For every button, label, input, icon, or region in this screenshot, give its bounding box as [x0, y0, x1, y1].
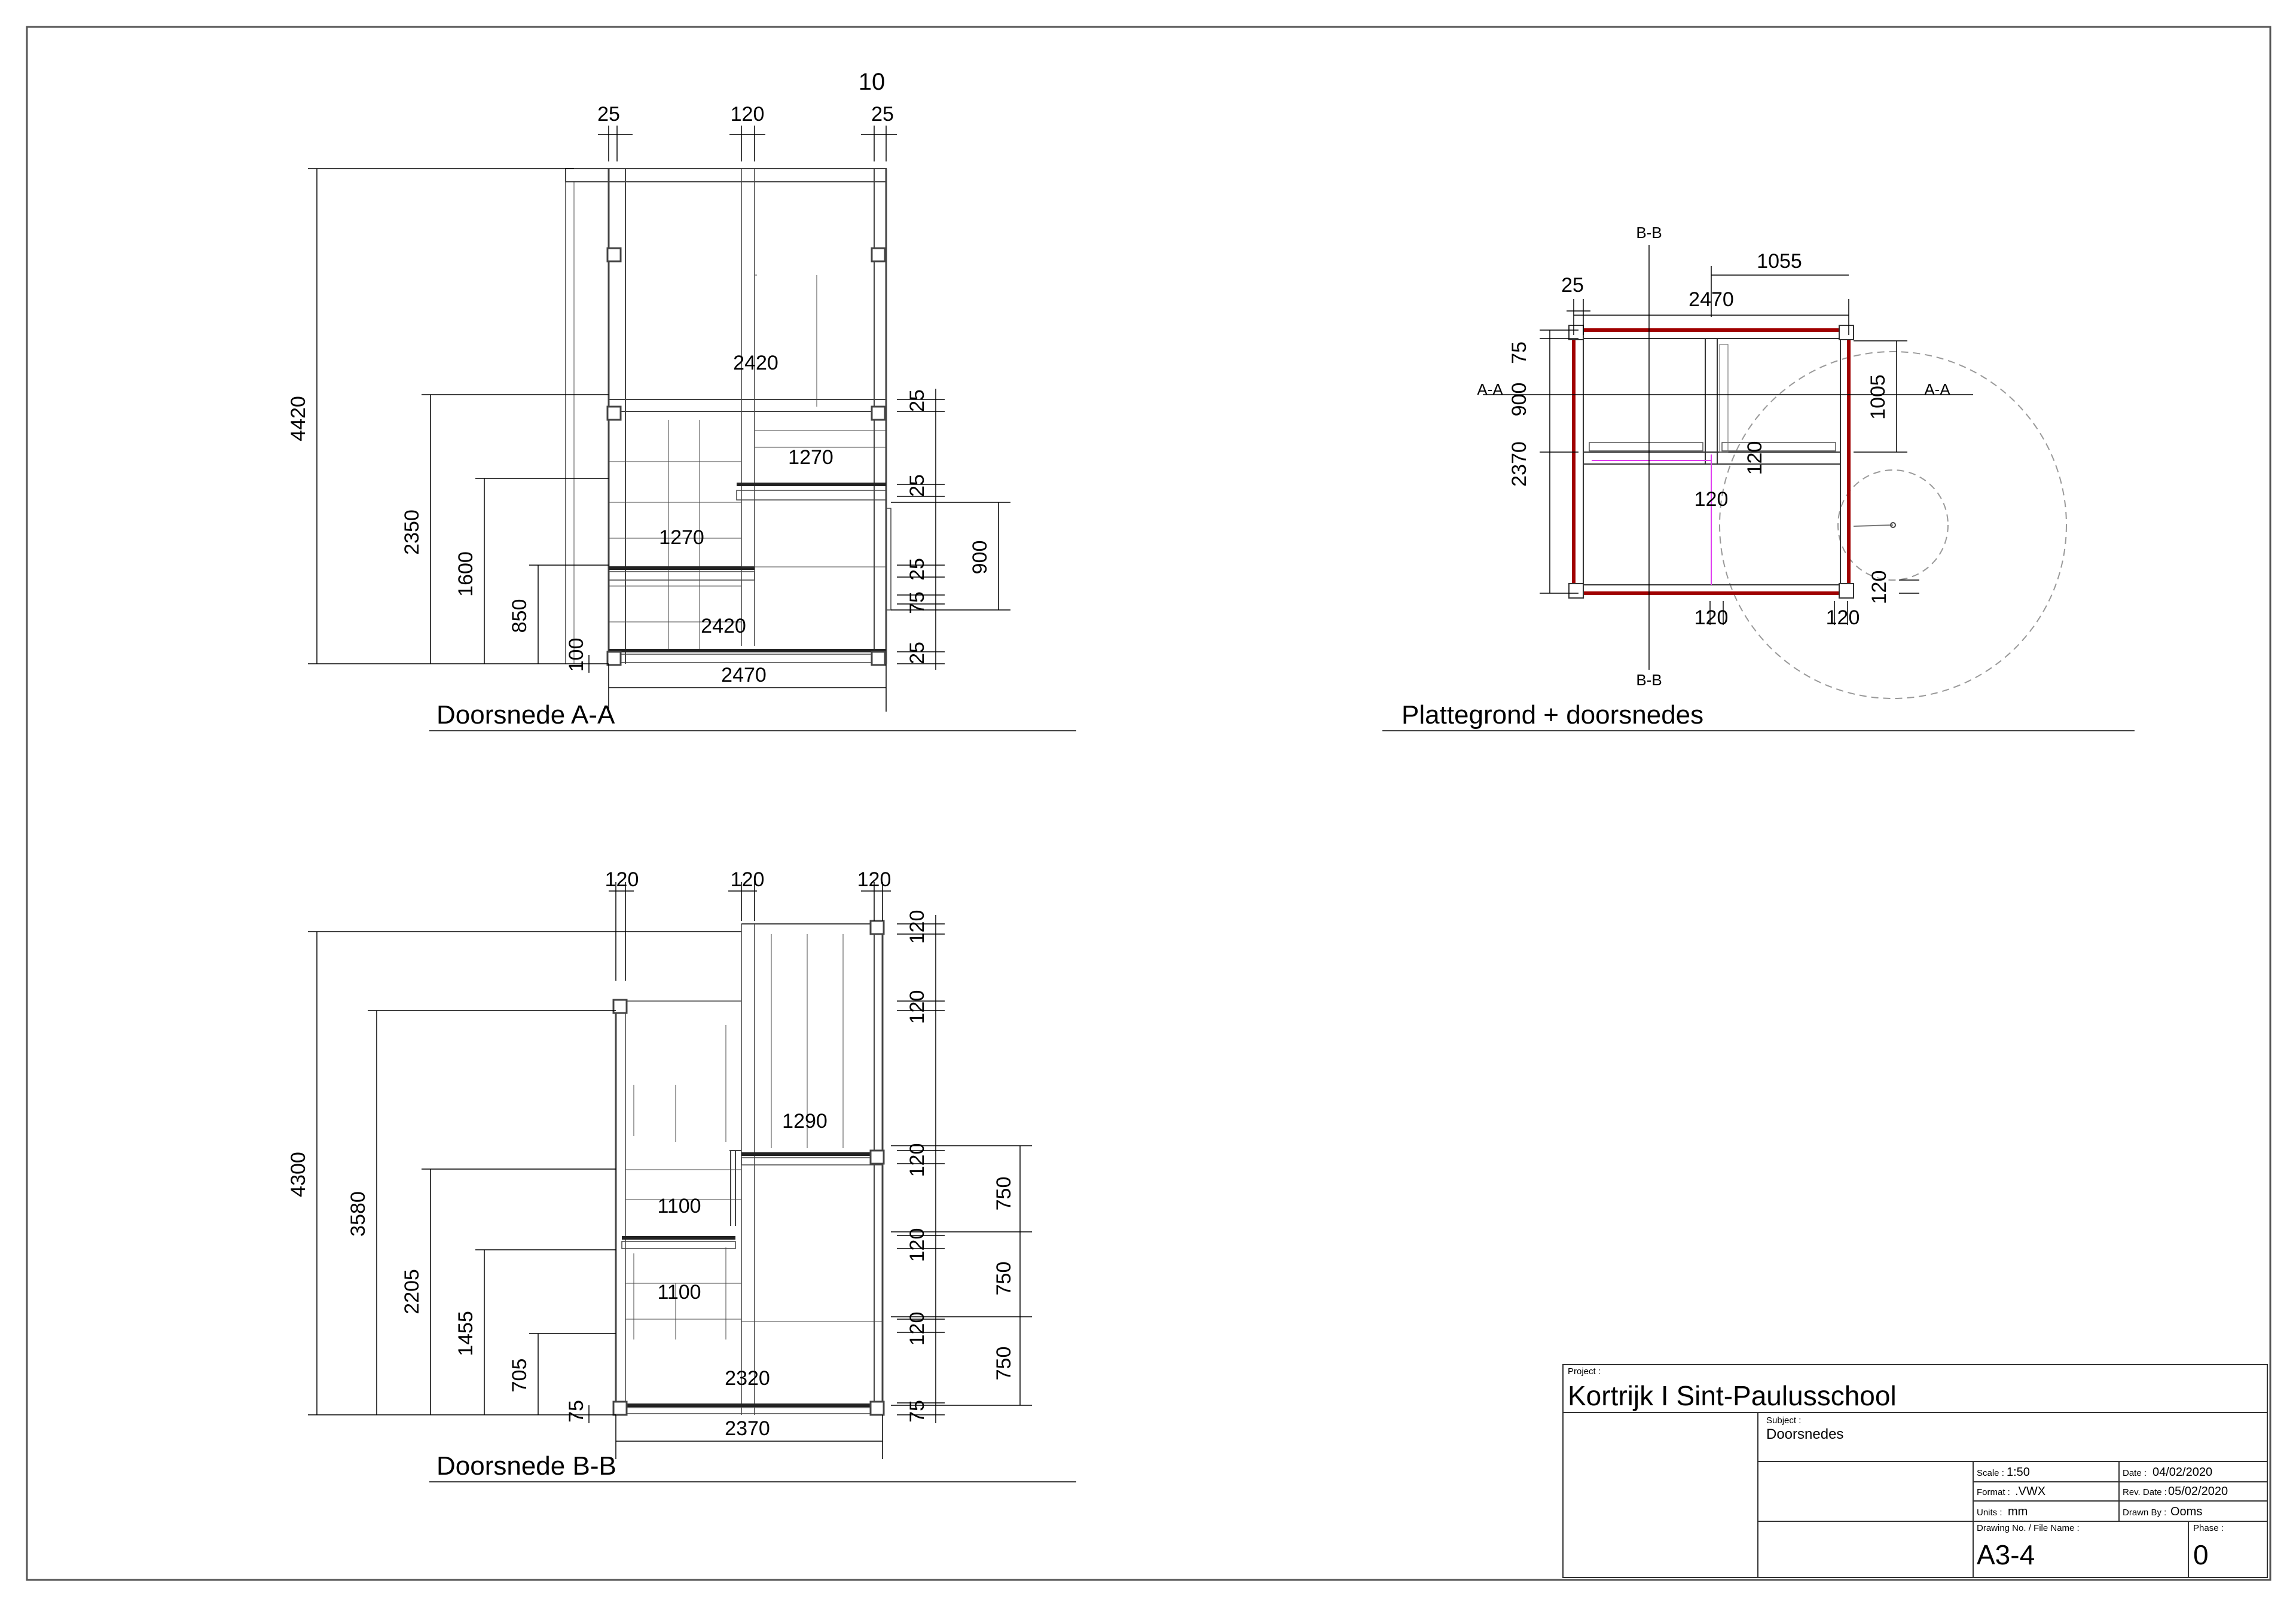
plan-inner-dim-120c: 120	[1868, 570, 1891, 605]
plan-right-dim-1005: 1005	[1867, 374, 1889, 420]
units-label: Units :	[1977, 1508, 2002, 1518]
aa-height-4420: 4420	[287, 396, 310, 441]
bb-height-75: 75	[565, 1400, 588, 1423]
aa-width-2420a: 2420	[733, 352, 778, 374]
aa-inner-1270b: 1270	[659, 526, 704, 549]
bb-right-120e: 120	[906, 1312, 929, 1346]
plan-top-dim-1055: 1055	[1757, 250, 1802, 273]
bb-inner-2320: 2320	[725, 1367, 770, 1390]
scale-label: Scale :	[1977, 1468, 2004, 1478]
bb-right-120b: 120	[906, 990, 929, 1024]
plan-section-aa-left: A-A	[1477, 380, 1503, 398]
bb-right-75: 75	[906, 1400, 929, 1423]
format-label: Format :	[1977, 1487, 2010, 1497]
plan-inner-dim-120e: 120	[1826, 606, 1860, 629]
aa-height-100: 100	[565, 638, 588, 672]
project-name: Kortrijk I Sint-Paulusschool	[1568, 1380, 1897, 1411]
plan-inner-dim-120a: 120	[1744, 441, 1766, 475]
bb-right-750a: 750	[993, 1177, 1015, 1211]
plan-section-bb-top: B-B	[1636, 224, 1662, 242]
plan-left-dim-2370: 2370	[1508, 441, 1531, 487]
phase-value: 0	[2193, 1539, 2209, 1570]
aa-top-dim-25b: 25	[871, 103, 894, 126]
bb-right-750b: 750	[993, 1262, 1015, 1296]
aa-right-900: 900	[969, 541, 991, 575]
format-value: .VWX	[2015, 1485, 2045, 1498]
aa-height-1600: 1600	[454, 551, 477, 597]
title-block	[1562, 1364, 2268, 1578]
bb-top-dim-120b: 120	[731, 868, 765, 891]
aa-width-2420b: 2420	[701, 615, 746, 637]
bb-height-4300: 4300	[287, 1152, 310, 1197]
bb-right-120a: 120	[906, 910, 929, 944]
plan-section-aa-right: A-A	[1924, 380, 1950, 398]
subject-label: Subject :	[1766, 1415, 1801, 1426]
section-aa-labels: 25 120 10 25 4420 2350 1600 850 100 2420…	[287, 69, 991, 730]
plan-section-bb-bottom: B-B	[1636, 671, 1662, 689]
drawing-no-value: A3-4	[1977, 1539, 2035, 1570]
scale-value: 1:50	[2007, 1466, 2030, 1479]
aa-top-dim-120: 120	[731, 103, 765, 126]
drawn-by-label: Drawn By :	[2123, 1508, 2166, 1518]
bb-right-120c: 120	[906, 1143, 929, 1177]
bb-height-2205: 2205	[401, 1269, 423, 1314]
bb-inner-1290: 1290	[782, 1110, 828, 1133]
bb-inner-1100b: 1100	[657, 1281, 701, 1304]
aa-height-2350: 2350	[401, 509, 423, 555]
aa-right-25b: 25	[906, 474, 929, 497]
plan-top-dim-2470: 2470	[1689, 288, 1734, 311]
project-label: Project :	[1568, 1366, 1601, 1377]
section-bb-labels: 120 120 120 4300 3580 2205 1455 705 75 1…	[287, 868, 1015, 1481]
phase-label: Phase :	[2193, 1523, 2224, 1533]
subject-value: Doorsnedes	[1766, 1426, 1843, 1442]
plan-top-dim-25: 25	[1561, 274, 1584, 297]
bb-right-120d: 120	[906, 1228, 929, 1262]
aa-inner-1270a: 1270	[788, 446, 833, 469]
units-value: mm	[2008, 1505, 2028, 1518]
aa-right-25c: 25	[906, 558, 929, 581]
bb-inner-2370: 2370	[725, 1417, 770, 1440]
bb-height-1455: 1455	[454, 1311, 477, 1356]
aa-top-dim-25a: 25	[597, 103, 620, 126]
bb-right-750c: 750	[993, 1347, 1015, 1381]
section-aa-title: Doorsnede A-A	[436, 700, 615, 730]
date-value: 04/02/2020	[2152, 1466, 2212, 1479]
plan-left-dim-900: 900	[1508, 383, 1531, 417]
section-aa-view	[565, 168, 891, 666]
plan-left-dim-75: 75	[1508, 341, 1531, 364]
rev-date-value: 05/02/2020	[2168, 1485, 2228, 1498]
floor-plan-view	[1568, 325, 2067, 699]
title-block-text: Project : Kortrijk I Sint-Paulusschool S…	[1568, 1366, 2228, 1570]
section-bb-title: Doorsnede B-B	[436, 1451, 616, 1481]
section-bb-dimensions	[308, 882, 1076, 1482]
drawn-by-value: Ooms	[2170, 1505, 2202, 1518]
floor-plan-dimensions	[1382, 245, 2135, 731]
aa-right-75: 75	[906, 591, 929, 614]
floor-plan-title: Plattegrond + doorsnedes	[1402, 700, 1703, 730]
aa-top-dim-10: 10	[859, 69, 886, 95]
bb-top-dim-120c: 120	[857, 868, 891, 891]
drawing-no-label: Drawing No. / File Name :	[1977, 1523, 2080, 1533]
section-bb-view	[612, 920, 885, 1416]
aa-height-850: 850	[508, 599, 531, 633]
aa-width-2470: 2470	[721, 664, 767, 686]
sheet-border	[26, 26, 2271, 1581]
bb-height-3580: 3580	[347, 1191, 370, 1237]
bb-height-705: 705	[508, 1359, 531, 1393]
bb-inner-1100a: 1100	[657, 1195, 701, 1218]
date-label: Date :	[2123, 1468, 2147, 1478]
plan-inner-dim-120d: 120	[1694, 606, 1729, 629]
bb-top-dim-120a: 120	[605, 868, 639, 891]
floor-plan-labels: B-B B-B A-A A-A 25 1055 2470 75 900 2370…	[1402, 224, 1950, 730]
aa-right-25a: 25	[906, 389, 929, 412]
plan-inner-dim-120b: 120	[1694, 488, 1729, 511]
aa-right-25d: 25	[906, 642, 929, 664]
rev-date-label: Rev. Date :	[2123, 1487, 2167, 1497]
section-aa-dimensions	[308, 126, 1076, 731]
